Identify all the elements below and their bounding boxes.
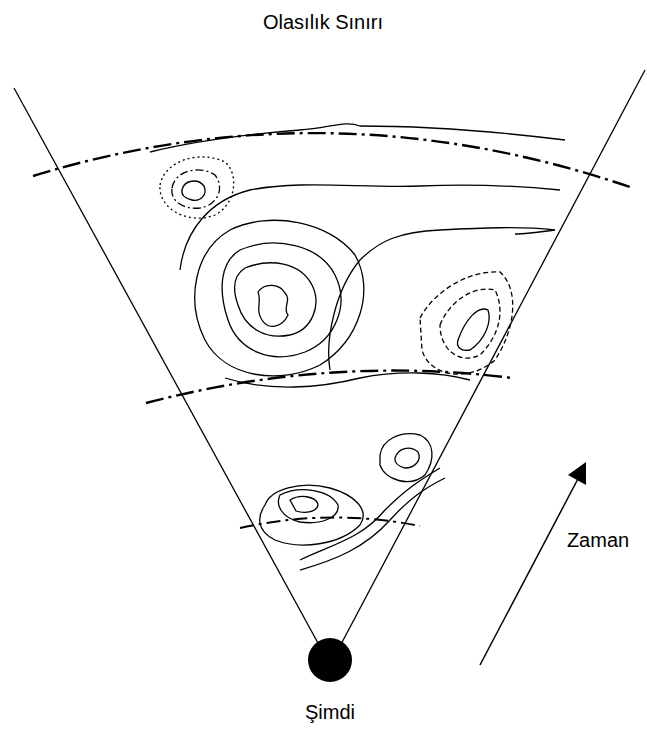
contour-line xyxy=(395,448,419,468)
contour-line xyxy=(300,478,445,570)
contour-line xyxy=(260,485,363,545)
contour-line xyxy=(300,468,440,560)
time-boundary xyxy=(240,517,420,528)
contour-line xyxy=(172,170,220,208)
cone-edge xyxy=(330,70,645,665)
contour-line xyxy=(225,373,470,387)
contour-line xyxy=(222,243,341,357)
probability-boundary xyxy=(33,133,630,187)
contour-line xyxy=(160,157,234,218)
dashed-contour xyxy=(420,272,513,374)
diagram-label: Zaman xyxy=(564,528,632,553)
contour-line xyxy=(182,181,205,200)
contour-line xyxy=(380,434,432,482)
diagram-label: Olasılık Sınırı xyxy=(260,10,386,35)
contour-line xyxy=(258,285,288,326)
dotted-contour xyxy=(160,157,234,218)
contour-line xyxy=(458,309,490,350)
contour-line xyxy=(278,490,338,523)
diagram-label: Şimdi xyxy=(302,700,358,725)
time-arrow xyxy=(480,475,580,665)
contour-line xyxy=(440,289,500,358)
arrow-head xyxy=(568,462,586,485)
contour-line xyxy=(235,263,316,336)
illustration-group xyxy=(14,70,645,665)
contour-line xyxy=(420,272,513,374)
contour-line xyxy=(195,220,364,376)
contour-line xyxy=(290,497,318,513)
present-dot xyxy=(308,638,352,682)
time-boundary xyxy=(146,371,512,403)
contour-line xyxy=(150,124,565,152)
